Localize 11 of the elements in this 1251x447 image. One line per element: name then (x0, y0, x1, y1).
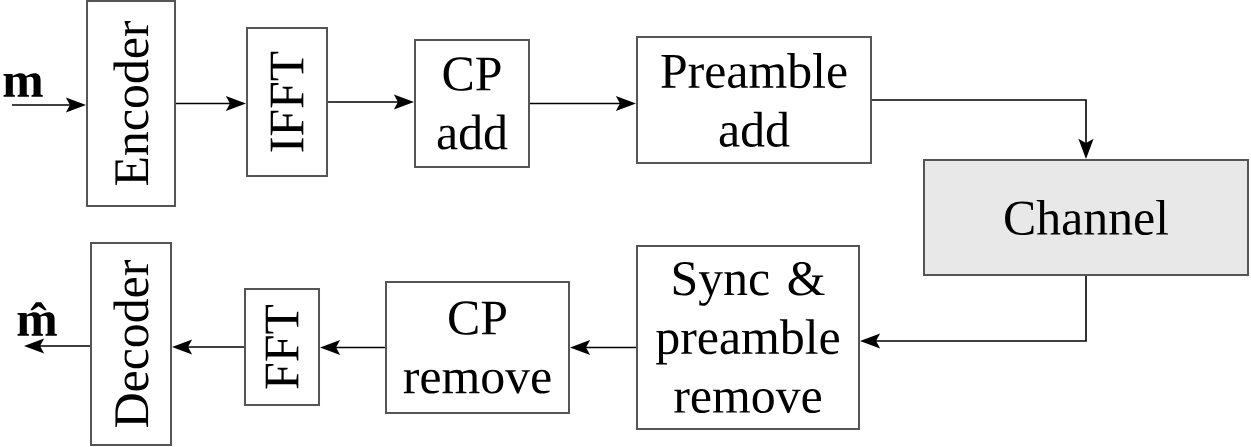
process-box: FFT (244, 288, 320, 406)
process-box: Sync & preamble remove (636, 245, 860, 430)
process-box: Channel (923, 159, 1249, 276)
process-box: IFFT (246, 27, 328, 177)
output-symbol: m̂ (17, 302, 57, 336)
process-box: Decoder (90, 242, 172, 446)
process-box: Encoder (86, 0, 176, 207)
input-symbol: m (3, 73, 43, 97)
process-box: CP remove (385, 281, 570, 414)
process-box: CP add (414, 39, 530, 168)
process-box: Preamble add (636, 36, 872, 164)
